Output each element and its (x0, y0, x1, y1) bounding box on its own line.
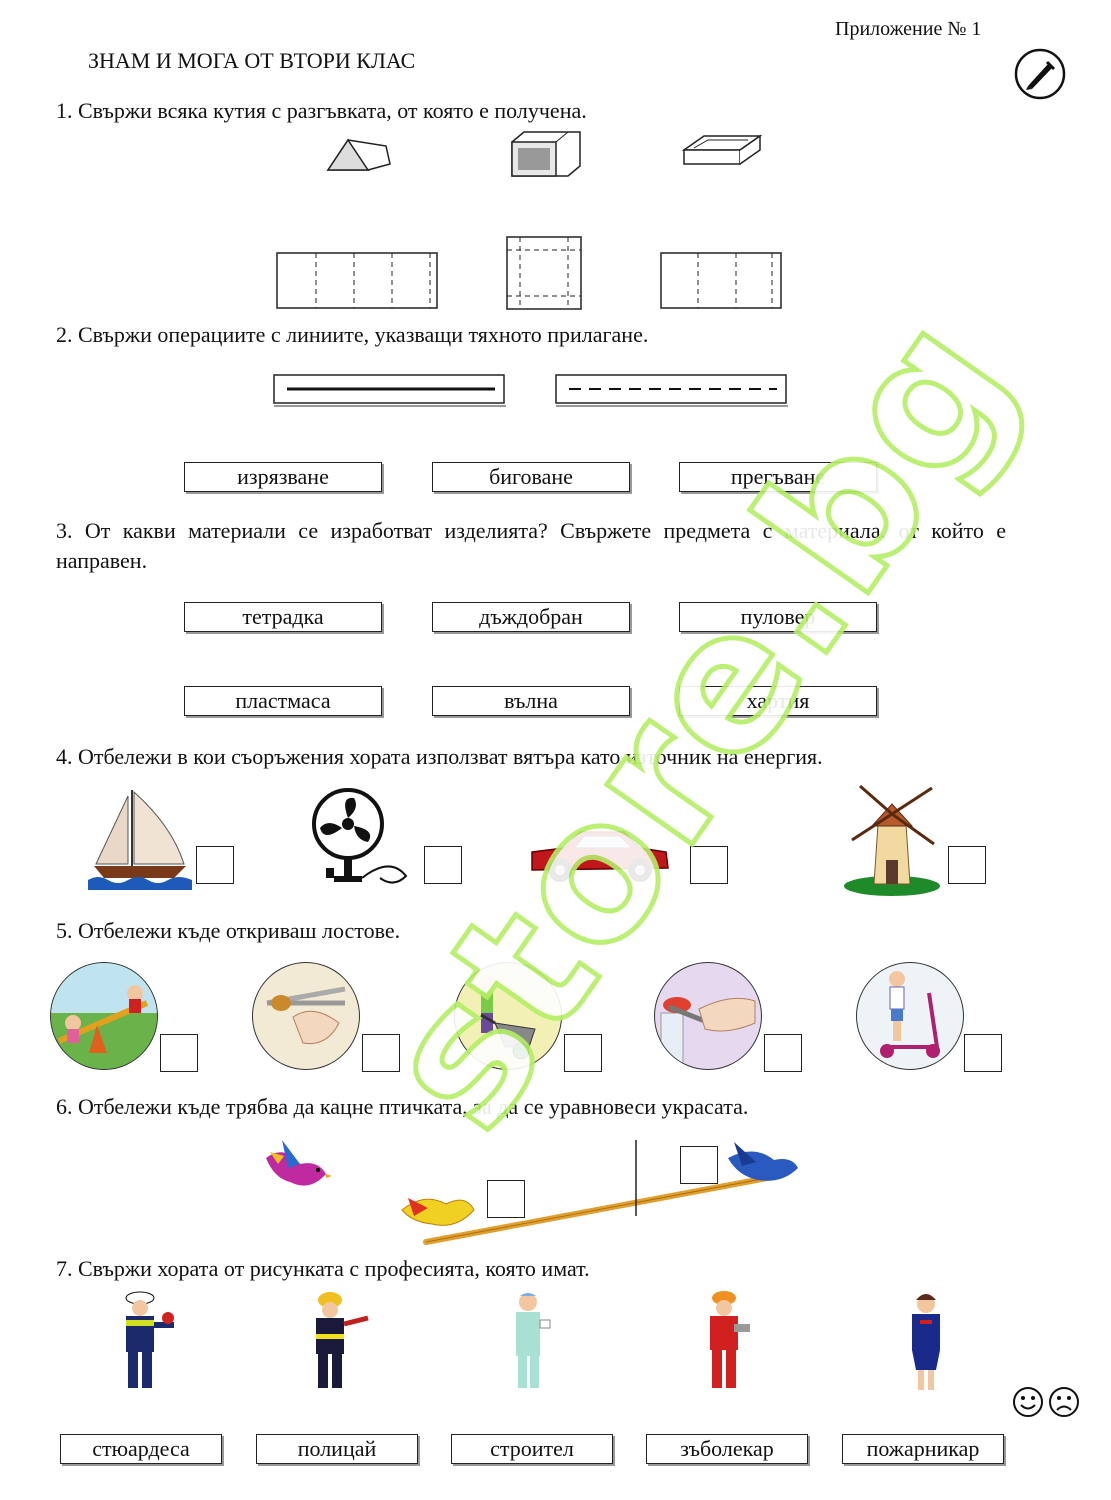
profession-stewardess: стюардеса (60, 1434, 222, 1464)
balance-decoration (398, 1138, 804, 1255)
dentist-figure (500, 1290, 560, 1405)
pen-icon (1014, 48, 1066, 100)
checkbox-car[interactable] (690, 846, 728, 884)
checkbox-bottle-opener[interactable] (764, 1034, 802, 1072)
solid-line-box (273, 374, 509, 413)
firefighter-figure (302, 1290, 372, 1405)
seesaw-icon (50, 962, 158, 1070)
page-title: ЗНАМ И МОГА ОТ ВТОРИ КЛАС (88, 48, 416, 73)
windmill-icon (840, 780, 944, 903)
task1-text: 1. Свържи всяка кутия с разгъвката, от к… (56, 98, 587, 123)
wheelbarrow-icon (454, 962, 562, 1070)
tray-box-icon (681, 134, 763, 175)
checkbox-left-position[interactable] (487, 1180, 525, 1218)
prism-box-icon (324, 136, 394, 181)
checkbox-wheelbarrow[interactable] (564, 1034, 602, 1072)
item-raincoat: дъждобран (432, 602, 630, 632)
label-cutting: изрязване (184, 462, 382, 492)
item-sweater: пуловер (679, 602, 877, 632)
material-plastic: пластмаса (184, 686, 382, 716)
task3-text: 3. От какви материали се изработват изде… (56, 518, 1006, 573)
material-paper: хартия (679, 686, 877, 716)
sailboat-icon (88, 786, 192, 895)
profession-police-officer: полицай (256, 1434, 418, 1464)
net-2 (506, 236, 584, 317)
profession-builder: строител (451, 1434, 613, 1464)
checkbox-windmill[interactable] (948, 846, 986, 884)
checkbox-fan[interactable] (424, 846, 462, 884)
label-scoring: биговане (432, 462, 630, 492)
scooter-icon (856, 962, 964, 1070)
bottle-opener-icon (654, 962, 762, 1070)
car-icon (528, 824, 672, 891)
profession-firefighter: пожарникар (842, 1434, 1004, 1464)
task6-text: 6. Отбележи къде трябва да кацне птичкат… (56, 1094, 749, 1119)
label-folding: прегъване (679, 462, 877, 492)
net-1 (276, 252, 440, 315)
material-wool: вълна (432, 686, 630, 716)
fan-icon (310, 786, 414, 895)
task2-text: 2. Свържи операциите с линиите, указващи… (56, 322, 649, 347)
task7-text: 7. Свържи хората от рисунката с професия… (56, 1256, 590, 1281)
task4-text: 4. Отбележи в кои съоръжения хората изпо… (56, 744, 823, 769)
checkbox-sailboat[interactable] (196, 846, 234, 884)
happy-face-icon[interactable] (1012, 1386, 1044, 1423)
item-notebook: тетрадка (184, 602, 382, 632)
flight-attendant-figure (898, 1286, 958, 1405)
checkbox-scooter[interactable] (964, 1034, 1002, 1072)
dashed-line-box (555, 374, 791, 413)
police-officer-figure (108, 1290, 178, 1405)
profession-dentist: зъболекар (646, 1434, 808, 1464)
checkbox-seesaw[interactable] (160, 1034, 198, 1072)
checkbox-nutcracker[interactable] (362, 1034, 400, 1072)
task5-text: 5. Отбележи къде откриваш лостове. (56, 918, 401, 943)
nutcracker-icon (252, 962, 360, 1070)
sad-face-icon[interactable] (1048, 1386, 1080, 1423)
appendix-label: Приложение № 1 (835, 18, 982, 40)
checkbox-right-position[interactable] (680, 1146, 718, 1184)
net-3 (660, 252, 784, 315)
bird-icon (260, 1134, 332, 1203)
builder-figure (698, 1290, 758, 1405)
tube-box-icon (508, 130, 584, 185)
